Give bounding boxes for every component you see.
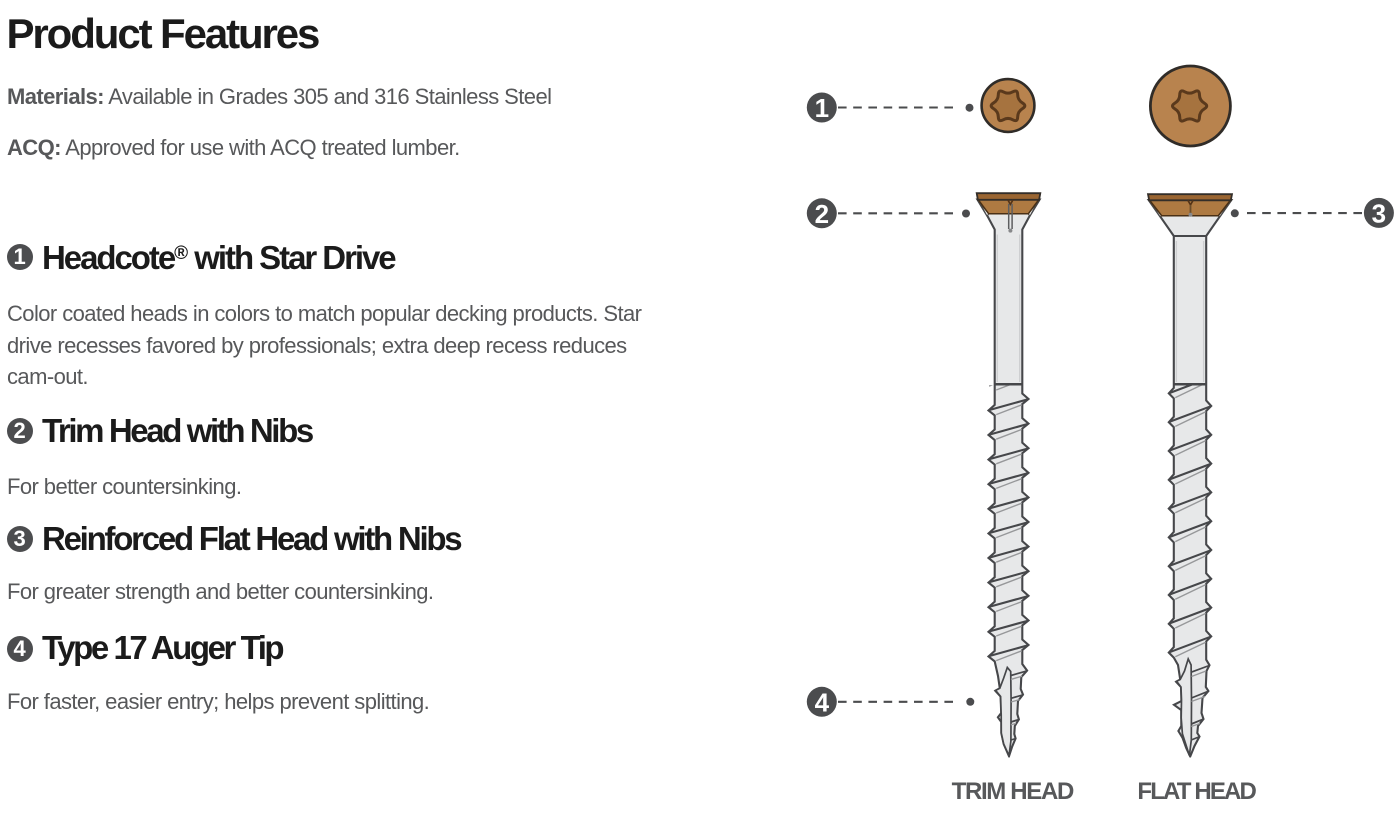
- svg-text:1: 1: [815, 93, 829, 123]
- svg-text:4: 4: [815, 687, 830, 717]
- svg-text:2: 2: [815, 199, 829, 229]
- svg-text:3: 3: [1372, 198, 1386, 228]
